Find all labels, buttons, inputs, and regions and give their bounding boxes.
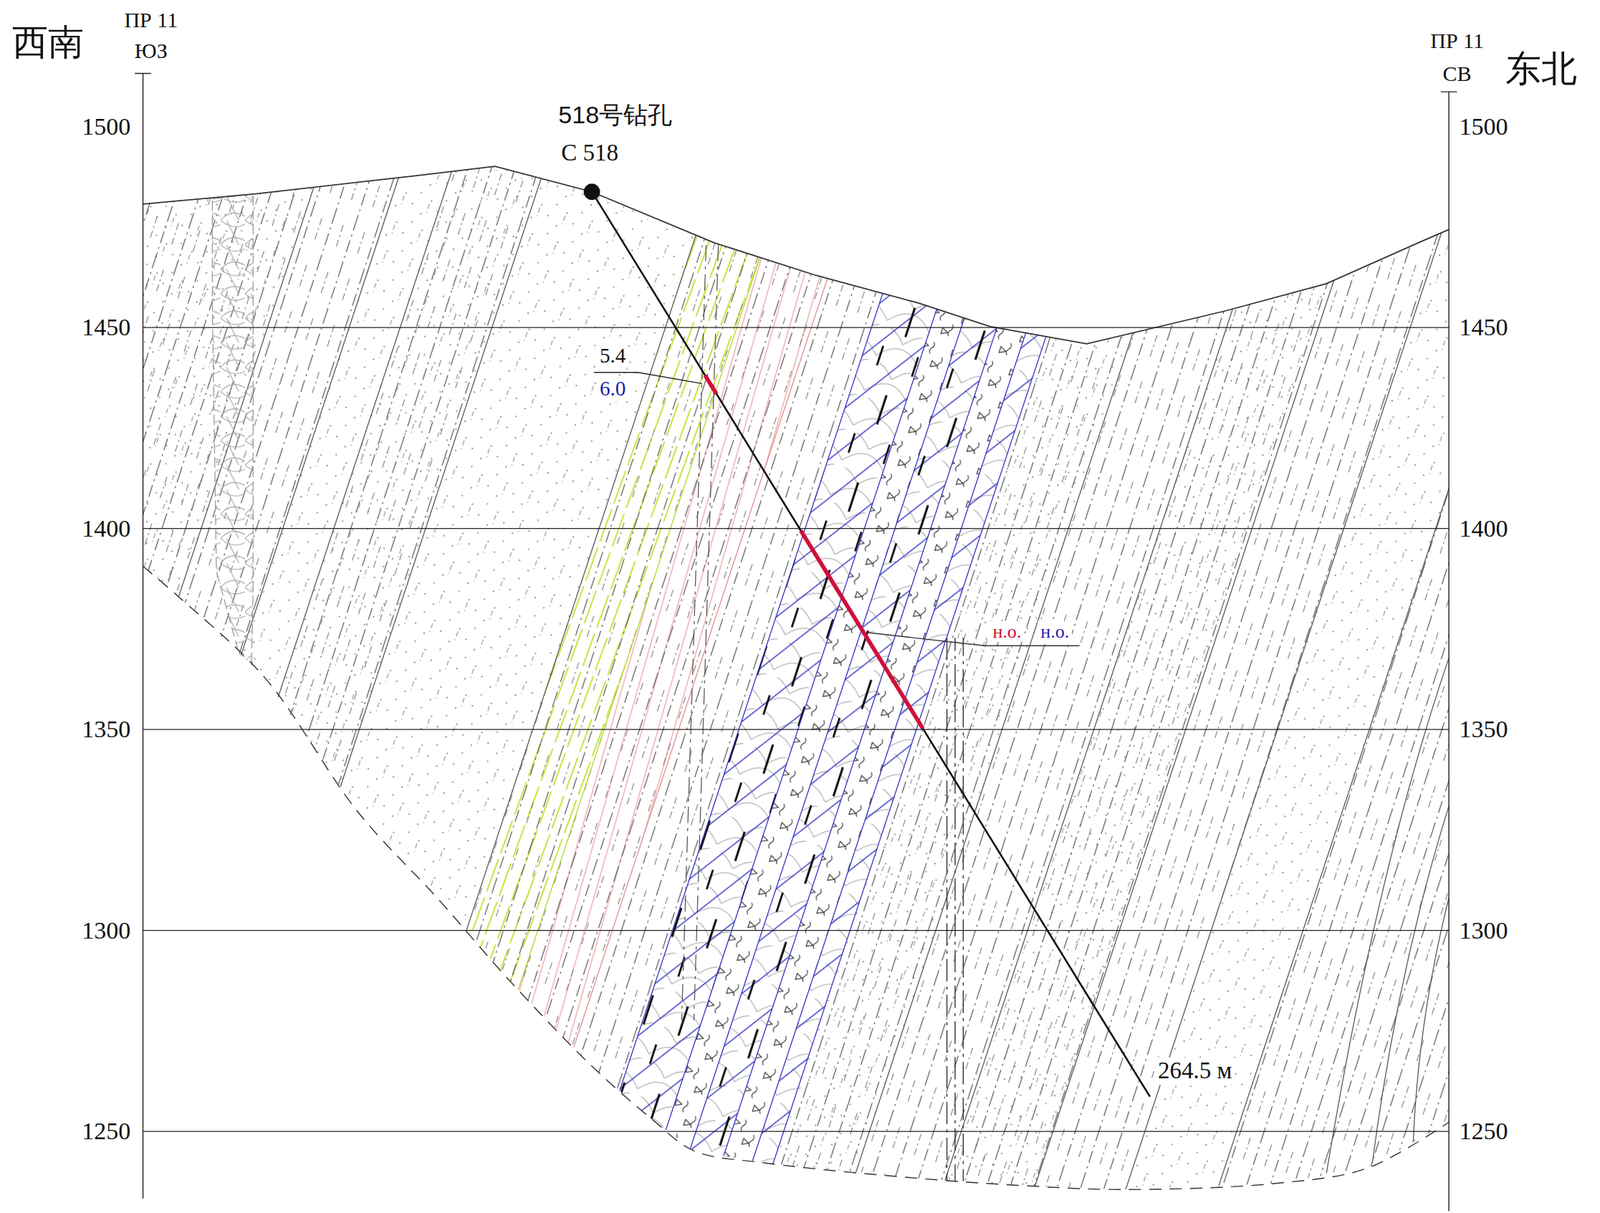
elevation-gridline — [143, 930, 1450, 931]
contact-line — [1189, 101, 1577, 1213]
dashed-zone — [963, 637, 964, 1182]
elevation-label: 1400 — [1458, 514, 1508, 543]
dashed-zone — [693, 245, 718, 1021]
assay-note: н.о. — [1037, 621, 1072, 643]
section-bottom — [143, 566, 1450, 1190]
sampled-interval — [801, 530, 923, 728]
assay-value: 6.0 — [596, 376, 629, 401]
contact-line — [87, 101, 475, 1213]
elevation-label: 1250 — [1458, 1117, 1508, 1146]
profile-label: ПР 11 — [1430, 28, 1484, 54]
assay-note: н.о. — [989, 621, 1024, 643]
contact-line — [648, 101, 1036, 1213]
dashed-zone — [954, 637, 956, 1182]
elevation-label: 1350 — [81, 715, 131, 744]
contact-line — [0, 101, 342, 1213]
elevation-label: 1450 — [81, 313, 131, 342]
direction-code: ЮЗ — [134, 38, 168, 64]
elevation-gridline — [143, 1130, 1450, 1132]
elevation-label: 1400 — [81, 514, 131, 543]
elevation-axis — [134, 73, 1457, 1212]
vein-column — [212, 194, 253, 679]
elevation-label: 1500 — [1458, 112, 1508, 141]
contact-line — [36, 101, 424, 1213]
sampled-interval — [705, 375, 717, 395]
dashed-zone — [946, 637, 948, 1182]
rock-band — [1189, 101, 1600, 1213]
elevation-label: 1350 — [1458, 715, 1508, 744]
contact-line — [913, 101, 1301, 1213]
contact-line — [179, 101, 567, 1213]
contact-line — [498, 101, 886, 1213]
borehole-code: С 518 — [561, 139, 619, 167]
elevation-gridline — [143, 728, 1450, 730]
elevation-label: 1300 — [1458, 916, 1508, 945]
elevation-gridline — [143, 326, 1450, 328]
elevation-label: 1500 — [81, 112, 131, 141]
elevation-label: 1450 — [1458, 313, 1508, 342]
borehole-name: 518号钻孔 — [558, 101, 673, 129]
borehole-collar — [583, 183, 601, 200]
contact-line — [715, 101, 1103, 1213]
contact-line — [1097, 101, 1485, 1213]
profile-label: ПР 11 — [123, 7, 178, 33]
topographic-surface — [143, 166, 1450, 344]
direction-code: СВ — [1443, 60, 1472, 86]
contact-line — [1326, 657, 1449, 1173]
dashed-zone — [681, 245, 706, 1021]
contact-line — [352, 101, 740, 1213]
direction-label: 东北 — [1505, 48, 1578, 91]
elevation-label: 1300 — [81, 916, 131, 945]
borehole-trace — [591, 192, 1151, 1097]
direction-label: 西南 — [12, 22, 84, 64]
elevation-gridline — [143, 528, 1450, 529]
contact-line — [424, 101, 812, 1213]
borehole-depth: 264.5 м — [1155, 1057, 1235, 1085]
assay-value: 5.4 — [596, 343, 629, 368]
contact-line — [1005, 101, 1393, 1213]
contact-line — [684, 101, 1072, 1213]
elevation-label: 1250 — [81, 1117, 131, 1146]
